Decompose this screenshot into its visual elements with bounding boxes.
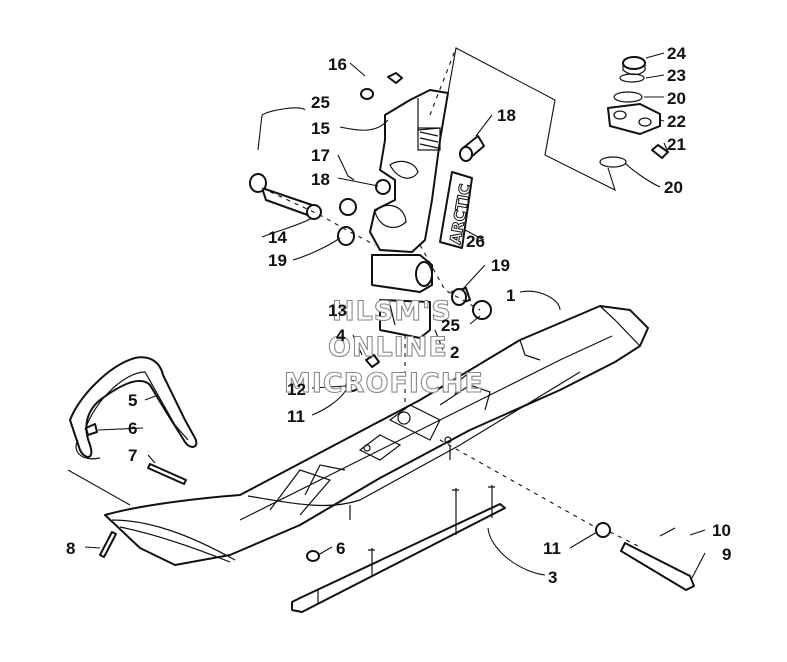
callout-16: 16	[328, 55, 347, 74]
callout-19-right: 19	[491, 256, 510, 275]
bushing-25-left	[249, 173, 267, 193]
washer-18	[375, 179, 391, 195]
callout-6-top: 6	[128, 419, 137, 438]
callout-11-bottom: 11	[543, 539, 561, 558]
ring-20-top	[613, 91, 643, 103]
callout-14: 14	[268, 228, 287, 247]
spindle-clamp	[371, 254, 433, 339]
bolt-7	[147, 463, 187, 485]
assembly-lines	[67, 47, 641, 548]
watermark: HLSM'S ONLINE MICROFICHE	[283, 295, 484, 399]
callout-8: 8	[66, 539, 75, 558]
callout-23: 23	[667, 66, 686, 85]
callout-19-left: 19	[268, 251, 287, 270]
callout-26: 26	[466, 232, 485, 251]
callout-1: 1	[506, 286, 515, 305]
callout-25-top: 25	[311, 93, 330, 112]
washer-12	[345, 380, 359, 392]
bushing-19-b	[337, 226, 355, 246]
callout-13: 13	[328, 301, 347, 320]
callout-labels: 1 2 3 4 5 6 6 7 8 9 10 11 11 12 13 14 15…	[66, 44, 731, 587]
bushing-19-right	[451, 287, 471, 306]
callout-24: 24	[667, 44, 686, 63]
callout-15: 15	[311, 119, 330, 138]
callout-21: 21	[667, 135, 686, 154]
spindle	[369, 89, 449, 253]
callout-3: 3	[548, 568, 557, 587]
callout-20-bottom: 20	[664, 178, 683, 197]
callout-11-top: 11	[287, 407, 305, 426]
cap-24	[622, 56, 646, 70]
bushing-19-a	[339, 198, 357, 216]
callout-12: 12	[287, 380, 306, 399]
callout-5: 5	[128, 391, 137, 410]
callout-25-bottom: 25	[441, 316, 460, 335]
watermark-line-3: MICROFICHE	[284, 368, 484, 399]
callout-18-top: 18	[497, 106, 516, 125]
ring-20-bottom	[599, 156, 627, 168]
callout-22: 22	[667, 112, 686, 131]
callout-9: 9	[722, 545, 731, 564]
pin-17	[347, 175, 355, 181]
washer-16	[360, 88, 374, 100]
callout-4: 4	[336, 326, 346, 345]
bushing-25-right	[472, 300, 492, 320]
callout-7: 7	[128, 446, 137, 465]
bushing-18-top	[459, 135, 485, 162]
callout-18-left: 18	[311, 170, 330, 189]
pin-10	[659, 527, 676, 537]
o-ring-23	[619, 73, 645, 83]
callout-20-top: 20	[667, 89, 686, 108]
nut-4	[365, 354, 380, 368]
leader-lines	[84, 52, 706, 579]
cap-22	[607, 103, 661, 135]
nut-16	[387, 72, 403, 84]
nut-6-bottom	[306, 550, 320, 562]
hardware	[99, 72, 695, 591]
bolt-9	[620, 542, 695, 591]
washer-11-bottom	[595, 522, 611, 538]
watermark-line-2: ONLINE	[328, 332, 448, 363]
callout-6-bottom: 6	[336, 539, 345, 558]
callout-2: 2	[450, 343, 459, 362]
bushings	[249, 135, 492, 320]
callout-17: 17	[311, 146, 330, 165]
wear-bar	[291, 485, 506, 613]
bushing-14	[261, 187, 322, 220]
top-cap-assembly	[599, 56, 669, 168]
ski	[104, 305, 649, 566]
ski-handle	[69, 356, 198, 460]
callout-10: 10	[712, 521, 731, 540]
bolt-8	[99, 531, 117, 558]
watermark-line-1: HLSM'S	[332, 296, 452, 327]
